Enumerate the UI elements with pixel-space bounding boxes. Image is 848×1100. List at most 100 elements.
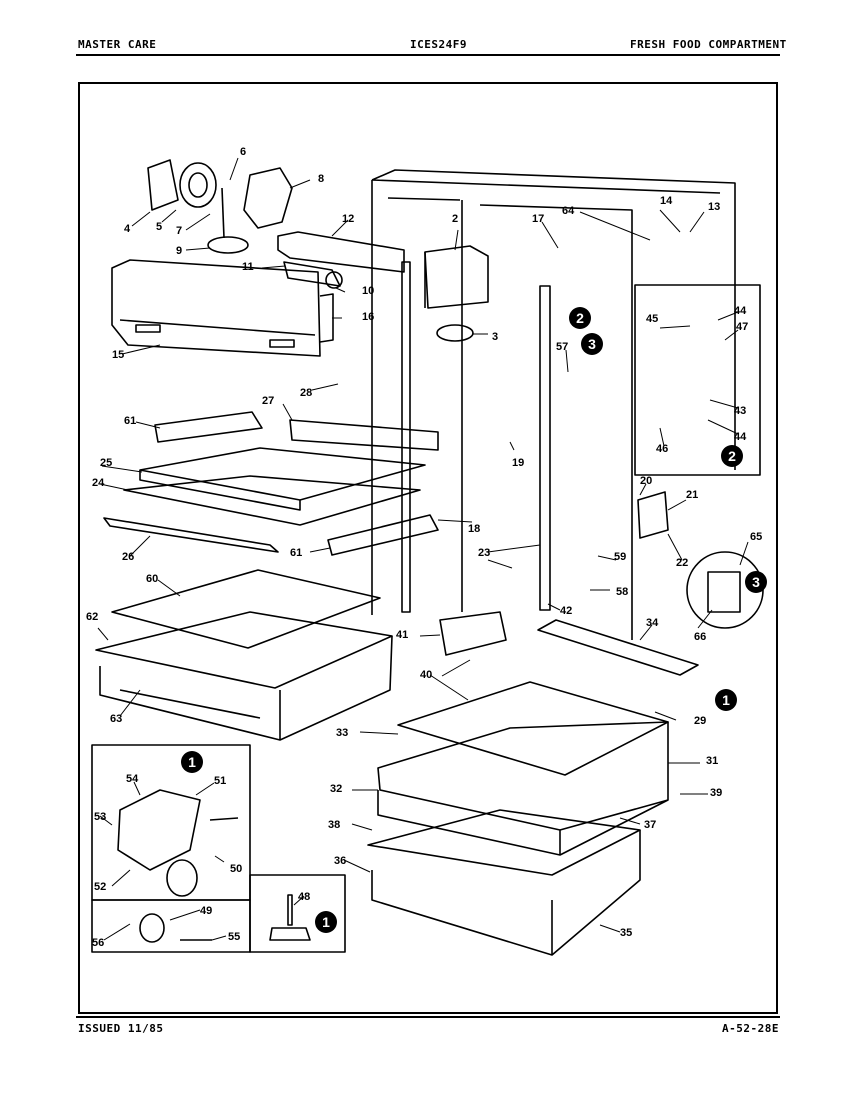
footer-page-code: A-52-28E [722,1022,779,1035]
svg-text:1: 1 [722,692,730,708]
parts-drawing [91,157,764,956]
part-callout-66: 66 [694,631,706,643]
detail-reference-1: 1 [315,911,337,933]
shelf-ladders [401,261,551,613]
leader-lines [97,157,749,941]
cold-control [424,245,489,342]
part-callout-2: 2 [452,213,458,225]
svg-text:3: 3 [588,336,596,352]
part-callout-51: 51 [214,775,226,787]
detail-reference-1: 1 [181,751,203,773]
part-callout-32: 32 [330,783,342,795]
part-callout-7: 7 [176,225,182,237]
part-callout-38: 38 [328,819,340,831]
header-brand: MASTER CARE [78,38,157,51]
part-callout-60: 60 [146,573,158,585]
part-callout-10: 10 [362,285,374,297]
part-callout-9: 9 [176,245,182,257]
part-callout-25: 25 [100,457,112,469]
header-rule [76,54,780,56]
upper-shelf [123,411,439,526]
part-callout-61: 61 [290,547,302,559]
part-callout-12: 12 [342,213,354,225]
part-callout-5: 5 [156,221,162,233]
part-callout-34: 34 [646,617,659,629]
detail-reference-2: 2 [721,445,743,467]
header-section-title: FRESH FOOD COMPARTMENT [630,38,787,51]
part-callout-62: 62 [86,611,98,623]
part-callout-13: 13 [708,201,720,213]
part-callout-39: 39 [710,787,722,799]
part-callout-16: 16 [362,311,374,323]
part-callout-14: 14 [660,195,673,207]
roller-assembly [117,789,239,943]
part-callout-45: 45 [646,313,658,325]
part-callout-18: 18 [468,523,480,535]
part-callout-6: 6 [240,146,246,158]
detail-insets [91,284,761,953]
detail-reference-1: 1 [715,689,737,711]
control-panel-cover [111,259,334,357]
part-callout-44: 44 [734,431,747,443]
part-callout-11: 11 [242,261,254,273]
part-callout-53: 53 [94,811,106,823]
light-bracket [277,231,405,289]
part-callout-65: 65 [750,531,762,543]
part-callout-61: 61 [124,415,136,427]
right-crisper-pans [367,681,669,956]
part-callout-49: 49 [200,905,212,917]
part-callout-3: 3 [492,331,498,343]
control-parts [147,159,293,254]
part-callout-37: 37 [644,819,656,831]
part-callout-19: 19 [512,457,524,469]
part-callout-57: 57 [556,341,568,353]
part-callout-29: 29 [694,715,706,727]
part-callout-15: 15 [112,349,124,361]
part-callout-59: 59 [614,551,626,563]
part-callout-48: 48 [298,891,310,903]
part-callout-64: 64 [562,205,575,217]
svg-text:2: 2 [728,448,736,464]
part-callout-23: 23 [478,547,490,559]
crisper-cover [537,619,699,676]
part-callout-40: 40 [420,669,432,681]
part-callout-20: 20 [640,475,652,487]
part-callout-42: 42 [560,605,572,617]
glass-shelf-trim [103,517,279,553]
detail-reference-3: 3 [745,571,767,593]
diagram-frame [78,82,778,1014]
detail-reference-3: 3 [581,333,603,355]
part-callout-44: 44 [734,305,747,317]
svg-text:1: 1 [322,914,330,930]
part-callout-21: 21 [686,489,698,501]
part-callout-8: 8 [318,173,324,185]
svg-text:1: 1 [188,754,196,770]
part-callout-26: 26 [122,551,134,563]
svg-text:2: 2 [576,310,584,326]
part-callout-36: 36 [334,855,346,867]
part-callout-27: 27 [262,395,274,407]
part-callout-35: 35 [620,927,632,939]
svg-text:3: 3 [752,574,760,590]
part-callout-56: 56 [92,937,104,949]
part-callout-28: 28 [300,387,312,399]
part-callout-46: 46 [656,443,668,455]
part-callout-33: 33 [336,727,348,739]
part-callout-47: 47 [736,321,748,333]
part-callout-54: 54 [126,773,139,785]
part-callout-50: 50 [230,863,242,875]
footer-issue-date: ISSUED 11/85 [78,1022,164,1035]
part-callout-63: 63 [110,713,122,725]
part-callout-55: 55 [228,931,240,943]
cabinet-liner [371,169,736,640]
part-callout-43: 43 [734,405,746,417]
part-callout-31: 31 [706,755,718,767]
part-callout-41: 41 [396,629,408,641]
left-crisper-pan [95,569,393,741]
shelf-bracket [327,514,439,556]
part-callout-24: 24 [92,477,105,489]
part-callout-17: 17 [532,213,544,225]
leveling-leg [269,894,311,941]
